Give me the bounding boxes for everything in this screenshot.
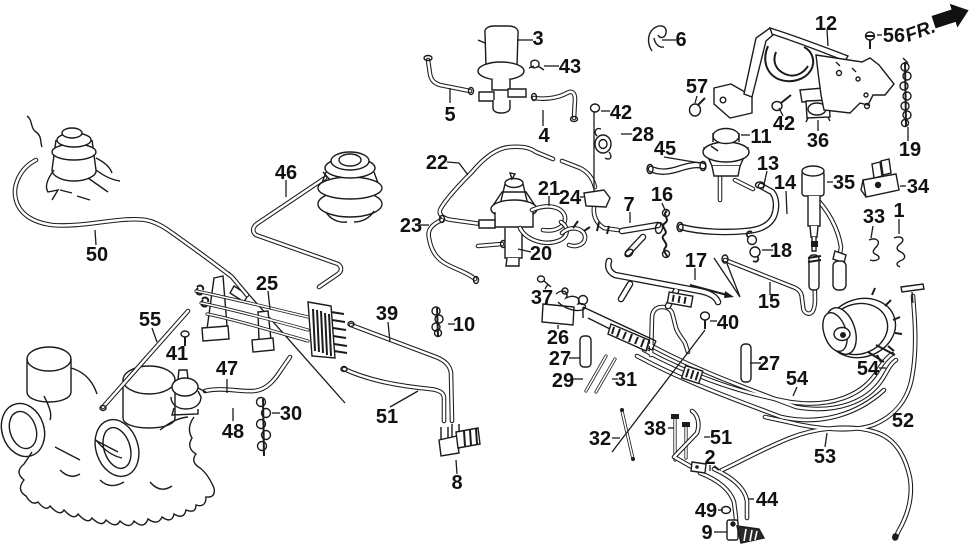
svg-text:18: 18: [770, 240, 792, 262]
svg-text:10: 10: [453, 314, 475, 336]
svg-text:52: 52: [892, 410, 914, 432]
svg-text:25: 25: [256, 273, 278, 295]
svg-text:12: 12: [815, 13, 837, 35]
svg-text:13: 13: [757, 153, 779, 175]
svg-text:42: 42: [610, 102, 632, 124]
svg-text:54: 54: [857, 358, 880, 380]
svg-text:19: 19: [899, 139, 921, 161]
svg-text:27: 27: [549, 348, 571, 370]
svg-text:51: 51: [710, 427, 732, 449]
svg-text:36: 36: [807, 130, 829, 152]
svg-text:23: 23: [400, 215, 422, 237]
svg-text:40: 40: [717, 312, 739, 334]
svg-text:35: 35: [833, 172, 855, 194]
svg-text:21: 21: [538, 178, 560, 200]
svg-text:49: 49: [695, 500, 717, 522]
svg-text:3: 3: [532, 28, 543, 50]
svg-text:39: 39: [376, 303, 398, 325]
svg-text:24: 24: [559, 187, 582, 209]
svg-text:28: 28: [632, 124, 654, 146]
svg-text:31: 31: [615, 369, 637, 391]
svg-text:44: 44: [756, 489, 779, 511]
svg-text:48: 48: [222, 421, 244, 443]
svg-text:5: 5: [444, 104, 455, 126]
svg-text:17: 17: [685, 250, 707, 272]
svg-text:33: 33: [863, 206, 885, 228]
svg-text:56: 56: [883, 25, 905, 47]
svg-text:30: 30: [280, 403, 302, 425]
svg-text:37: 37: [531, 287, 553, 309]
svg-text:38: 38: [644, 418, 666, 440]
svg-text:45: 45: [654, 138, 676, 160]
svg-text:47: 47: [216, 358, 238, 380]
svg-text:41: 41: [166, 343, 188, 365]
svg-text:2: 2: [704, 447, 715, 469]
svg-text:11: 11: [750, 126, 771, 148]
svg-text:6: 6: [675, 29, 686, 51]
svg-text:32: 32: [589, 428, 611, 450]
svg-text:46: 46: [275, 162, 297, 184]
svg-text:57: 57: [686, 76, 708, 98]
svg-text:1: 1: [893, 200, 904, 222]
svg-text:34: 34: [907, 176, 930, 198]
svg-text:22: 22: [426, 152, 448, 174]
svg-text:7: 7: [623, 194, 634, 216]
svg-text:26: 26: [547, 327, 569, 349]
svg-text:9: 9: [701, 522, 712, 544]
svg-text:14: 14: [774, 172, 797, 194]
svg-text:15: 15: [758, 291, 780, 313]
svg-text:53: 53: [814, 446, 836, 468]
svg-text:4: 4: [538, 125, 550, 147]
svg-text:51: 51: [376, 406, 398, 428]
svg-text:29: 29: [552, 370, 574, 392]
svg-text:27: 27: [758, 353, 780, 375]
svg-text:43: 43: [559, 56, 581, 78]
svg-text:55: 55: [139, 309, 161, 331]
svg-text:42: 42: [773, 113, 795, 135]
svg-text:16: 16: [651, 184, 673, 206]
svg-text:8: 8: [451, 472, 462, 494]
svg-text:50: 50: [86, 244, 108, 266]
svg-text:20: 20: [530, 243, 552, 265]
svg-text:54: 54: [786, 368, 809, 390]
